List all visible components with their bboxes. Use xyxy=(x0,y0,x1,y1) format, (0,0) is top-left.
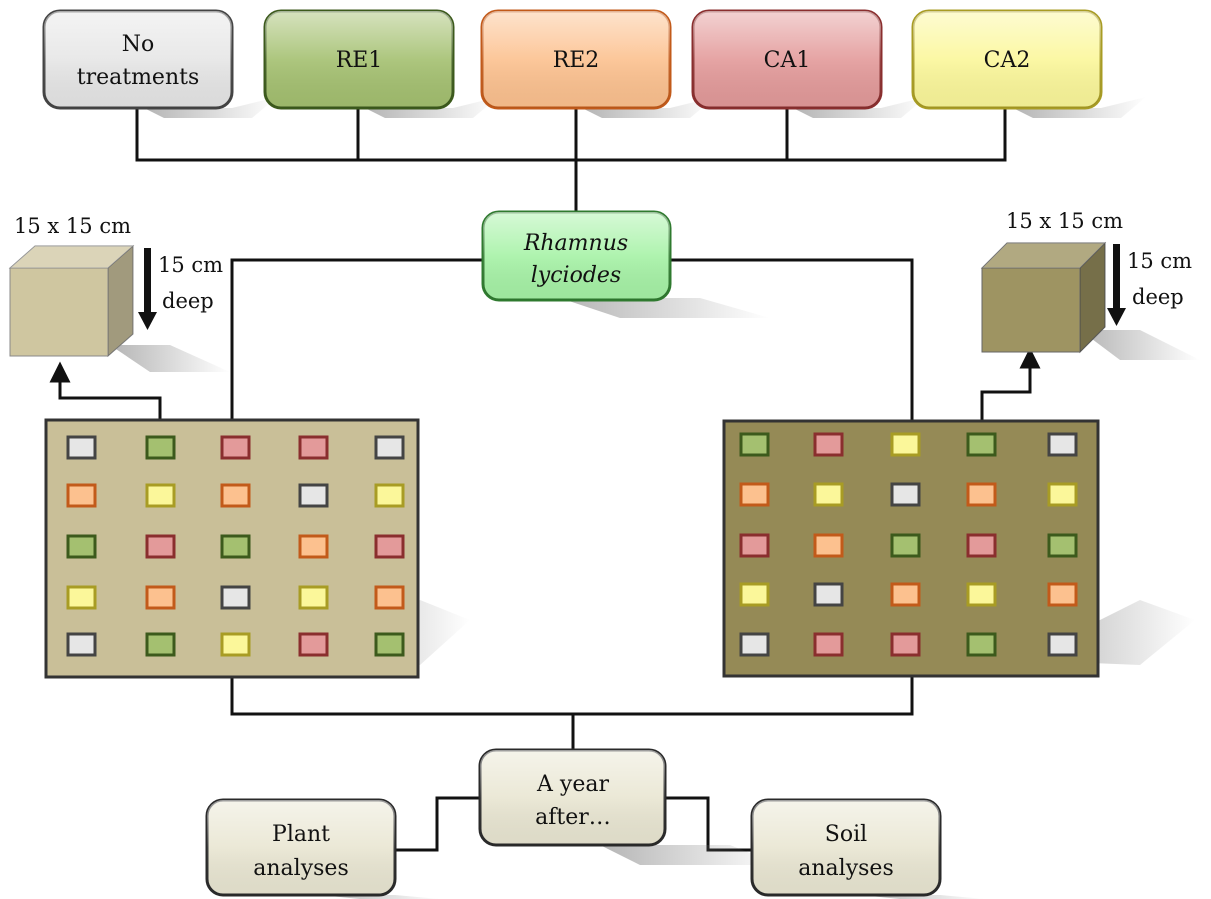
right-plot-cell-re1 xyxy=(966,632,997,657)
left-sample-depth-line1: 15 cm xyxy=(158,253,223,277)
left-plot-cell-re1 xyxy=(145,435,176,460)
treatment-label-re2: RE2 xyxy=(553,48,600,73)
left-plot-cell-ca1 xyxy=(220,435,251,460)
right-soil-sample-cube xyxy=(980,241,1200,360)
soil-analyses-line2: analyses xyxy=(798,856,893,881)
right-plot-cell-re2 xyxy=(1047,582,1078,607)
right-plot-cell-re1 xyxy=(739,432,770,457)
right-plot-cell-ca1 xyxy=(890,632,921,657)
species-name-line1: Rhamnus xyxy=(523,231,628,256)
left-plot-cell-re2 xyxy=(298,534,329,559)
left-plot-cell-none xyxy=(66,632,97,657)
left-plot-cell-re2 xyxy=(145,585,176,610)
right-plot-cell-re1 xyxy=(1047,533,1078,558)
timeline-line1: A year xyxy=(536,772,609,797)
treatment-label-re1: RE1 xyxy=(336,48,383,73)
species-box: Rhamnus lyciodes xyxy=(481,210,770,318)
right-plot-cell-ca1 xyxy=(813,632,844,657)
left-plot-cell-re2 xyxy=(220,483,251,508)
treatment-label-none-line1: No xyxy=(122,32,155,57)
treatment-label-none-line2: treatments xyxy=(77,65,200,90)
soil-analyses-line1: Soil xyxy=(825,822,867,847)
right-plot-cell-ca1 xyxy=(739,533,770,558)
left-plot-cell-none xyxy=(298,483,329,508)
right-plot-cell-ca2 xyxy=(966,582,997,607)
left-sample-size-label: 15 x 15 cm xyxy=(14,214,131,238)
left-plot-cell-ca2 xyxy=(220,632,251,657)
left-plot-cell-ca1 xyxy=(298,632,329,657)
right-plot-cell-re1 xyxy=(966,432,997,457)
right-sample-depth-line1: 15 cm xyxy=(1127,249,1192,273)
right-plot-cell-none xyxy=(1047,632,1078,657)
right-plot-cell-re2 xyxy=(966,482,997,507)
right-sample-size-label: 15 x 15 cm xyxy=(1006,209,1123,233)
right-plot-cell-re1 xyxy=(890,533,921,558)
left-plot-cell-re2 xyxy=(66,483,97,508)
right-plot-cell-ca1 xyxy=(813,432,844,457)
treatment-box-ca2: CA2 xyxy=(911,9,1146,118)
right-sample-depth-line2: deep xyxy=(1132,285,1184,309)
treatment-box-re2: RE2 xyxy=(480,9,715,118)
depth-arrows xyxy=(138,244,1126,330)
treatment-label-ca1: CA1 xyxy=(764,48,811,73)
right-plot-cell-none xyxy=(890,482,921,507)
left-plot-cell-re1 xyxy=(374,632,405,657)
treatment-label-ca2: CA2 xyxy=(984,48,1031,73)
left-plot-cell-re1 xyxy=(145,632,176,657)
timeline-box: A year after… xyxy=(478,748,780,865)
plant-analyses-line2: analyses xyxy=(253,856,348,881)
left-plot-cell-ca2 xyxy=(298,585,329,610)
right-plot-cell-none xyxy=(739,632,770,657)
right-plot-cell-re2 xyxy=(813,533,844,558)
right-plot-cell-ca2 xyxy=(1047,482,1078,507)
species-name-line2: lyciodes xyxy=(531,263,621,288)
timeline-line2: after… xyxy=(535,805,611,830)
right-plot-cell-ca2 xyxy=(890,432,921,457)
left-plot-cell-ca1 xyxy=(145,534,176,559)
left-plot-cell-none xyxy=(220,585,251,610)
left-plot-cell-none xyxy=(374,435,405,460)
left-soil-sample-cube xyxy=(8,244,230,372)
right-plot-cell-ca2 xyxy=(739,582,770,607)
left-plot xyxy=(44,418,470,679)
left-plot-cell-re2 xyxy=(374,585,405,610)
left-plot-cell-re1 xyxy=(220,534,251,559)
right-plot-cell-ca1 xyxy=(966,533,997,558)
plant-analyses-line1: Plant xyxy=(272,822,330,847)
treatment-box-ca1: CA1 xyxy=(691,9,926,118)
left-plot-cell-ca2 xyxy=(145,483,176,508)
right-plot-cell-re2 xyxy=(890,582,921,607)
left-plot-cell-ca2 xyxy=(66,585,97,610)
right-plot xyxy=(722,419,1195,678)
soil-analyses-box: Soil analyses xyxy=(750,798,985,899)
right-plot-cell-re2 xyxy=(739,482,770,507)
connector-lines xyxy=(49,108,1041,852)
left-plot-cell-re1 xyxy=(66,534,97,559)
left-sample-depth-line2: deep xyxy=(162,289,214,313)
left-plot-cell-ca2 xyxy=(374,483,405,508)
treatment-boxes: No treatments RE1 RE2 CA1 CA2 xyxy=(42,9,1146,118)
left-plot-cell-none xyxy=(66,435,97,460)
plant-analyses-box: Plant analyses xyxy=(205,798,440,899)
left-plot-cell-ca1 xyxy=(374,534,405,559)
treatment-box-re1: RE1 xyxy=(263,9,498,118)
right-plot-cell-none xyxy=(813,582,844,607)
right-plot-cell-ca2 xyxy=(813,482,844,507)
right-plot-cell-none xyxy=(1047,432,1078,457)
treatment-box-none: No treatments xyxy=(42,9,277,118)
left-plot-cell-ca1 xyxy=(298,435,329,460)
